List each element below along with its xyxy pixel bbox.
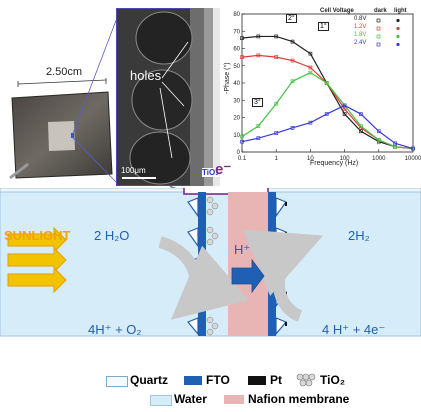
legend-marker-dark-3 bbox=[376, 42, 381, 47]
x-tick-label: 1000 bbox=[372, 156, 386, 162]
chart-legend-dark: dark bbox=[374, 8, 387, 14]
legend-fto-label: FTO bbox=[206, 373, 230, 387]
series-point-1 bbox=[308, 65, 313, 70]
bode-phase-chart: 0 10 20 30 40 50 60 70 80 0.1 1 10 100 1000 10000 -Pha… bbox=[222, 4, 421, 174]
series-point-2 bbox=[290, 79, 295, 84]
chart-legend-light: light bbox=[394, 8, 407, 14]
diagram-legend: Quartz FTO Pt TiO₂ Water Nafion membrane bbox=[0, 370, 421, 412]
y-tick-label: 10 bbox=[233, 133, 240, 139]
series-point-2 bbox=[376, 138, 381, 142]
photo-scale-label: 2.50cm bbox=[46, 66, 83, 78]
chart-legend-title: Cell Voltage bbox=[320, 8, 354, 14]
series-point-2 bbox=[393, 144, 397, 149]
series-point-1 bbox=[240, 55, 244, 59]
hydrogen-product-label: 2H₂ bbox=[348, 228, 370, 243]
legend-water-label: Water bbox=[174, 392, 207, 406]
sem-tio2-label: TiO₂ bbox=[202, 168, 219, 177]
legend-swatch-pt bbox=[248, 376, 266, 385]
legend-swatch-quartz bbox=[106, 376, 128, 387]
series-point-1 bbox=[290, 58, 295, 63]
chart-plot-frame bbox=[241, 13, 414, 153]
chart-annotation-2deg: 2° bbox=[286, 14, 297, 23]
legend-marker-dark-0 bbox=[376, 18, 381, 23]
legend-marker-light-0 bbox=[396, 18, 400, 23]
chart-ylabel: -Phase (°) bbox=[224, 62, 231, 94]
legend-entry-1.2v: 1.2V bbox=[354, 24, 367, 30]
water-reactant-label: 2 H₂O bbox=[94, 228, 130, 243]
sem-holes-label: holes bbox=[130, 68, 162, 83]
y-tick-label: 70 bbox=[233, 29, 240, 35]
reduction-reactant-label: 4 H⁺ + 4e⁻ bbox=[322, 322, 386, 337]
series-point-3 bbox=[359, 112, 363, 116]
series-point-2 bbox=[324, 81, 329, 85]
series-point-0 bbox=[256, 34, 261, 39]
y-tick-label: 80 bbox=[233, 12, 240, 18]
legend-tio2-label: TiO₂ bbox=[320, 373, 346, 387]
legend-marker-light-3 bbox=[396, 42, 400, 47]
series-point-1 bbox=[256, 53, 261, 58]
electron-label: e⁻ bbox=[215, 161, 232, 178]
x-tick-label: 100 bbox=[340, 156, 351, 162]
series-point-3 bbox=[342, 103, 347, 108]
sem-micrograph: holes 100μm TiO₂ bbox=[115, 7, 221, 187]
legend-marker-dark-1 bbox=[376, 26, 381, 31]
series-point-0 bbox=[308, 51, 313, 56]
y-tick-label: 40 bbox=[233, 81, 240, 87]
series-point-1 bbox=[342, 107, 347, 111]
chart-annotation-1deg: 1° bbox=[318, 22, 329, 31]
sem-scalebar-label: 100μm bbox=[121, 166, 146, 175]
pec-cell-diagram: e⁻ SUNLIGHT 2 H₂O 4H⁺ + O₂ H⁺ 2H₂ 4 H⁺ +… bbox=[0, 155, 421, 410]
series-point-0 bbox=[342, 112, 347, 116]
series-point-3 bbox=[411, 146, 415, 151]
series-point-0 bbox=[240, 36, 244, 41]
series-point-0 bbox=[359, 129, 363, 134]
y-tick-label: 20 bbox=[233, 116, 240, 122]
series-point-3 bbox=[290, 125, 295, 130]
legend-swatch-tio2 bbox=[296, 373, 316, 387]
oxygen-product-label: 4H⁺ + O₂ bbox=[88, 322, 142, 337]
legend-marker-dark-2 bbox=[376, 34, 381, 39]
series-point-3 bbox=[274, 131, 279, 135]
legend-entry-2.4v: 2.4V bbox=[354, 40, 367, 46]
series-point-3 bbox=[256, 136, 261, 141]
proton-label: H⁺ bbox=[234, 242, 251, 257]
legend-quartz-label: Quartz bbox=[130, 373, 169, 387]
series-point-2 bbox=[274, 101, 279, 106]
chart-annotation-3deg: 3° bbox=[252, 98, 263, 107]
series-point-2 bbox=[359, 124, 363, 128]
series-point-3 bbox=[240, 139, 244, 144]
x-tick-label: 10 bbox=[307, 156, 314, 162]
series-point-2 bbox=[256, 124, 261, 128]
legend-swatch-nafion bbox=[224, 395, 244, 404]
series-point-3 bbox=[376, 129, 381, 134]
legend-marker-light-1 bbox=[396, 26, 400, 31]
series-point-2 bbox=[240, 134, 244, 139]
x-tick-label: 0.1 bbox=[238, 156, 247, 162]
sunlight-label: SUNLIGHT bbox=[4, 228, 71, 243]
series-point-3 bbox=[308, 120, 313, 125]
y-tick-label: 0 bbox=[237, 150, 241, 156]
legend-swatch-fto bbox=[184, 376, 202, 385]
x-tick-label: 1 bbox=[275, 156, 279, 162]
series-point-2 bbox=[308, 70, 313, 75]
legend-pt-label: Pt bbox=[270, 373, 282, 387]
series-point-1 bbox=[274, 55, 279, 59]
y-tick-label: 60 bbox=[233, 47, 240, 53]
legend-swatch-water bbox=[150, 395, 172, 406]
chart-xlabel: Frequency (Hz) bbox=[310, 160, 359, 167]
legend-nafion-label: Nafion membrane bbox=[248, 392, 350, 406]
y-tick-label: 50 bbox=[233, 64, 240, 70]
legend-marker-light-2 bbox=[396, 34, 400, 39]
series-point-0 bbox=[290, 39, 295, 44]
series-point-0 bbox=[274, 34, 279, 39]
device-photo: 2.50cm bbox=[8, 66, 114, 181]
series-line-2 bbox=[241, 71, 414, 150]
series-point-3 bbox=[393, 141, 397, 146]
legend-entry-0.8v: 0.8V bbox=[354, 16, 367, 22]
legend-entry-1.8v: 1.8V bbox=[354, 32, 367, 38]
x-tick-label: 10000 bbox=[405, 156, 421, 162]
series-line-3 bbox=[241, 104, 414, 150]
y-tick-label: 30 bbox=[233, 98, 240, 104]
series-point-3 bbox=[324, 112, 329, 116]
